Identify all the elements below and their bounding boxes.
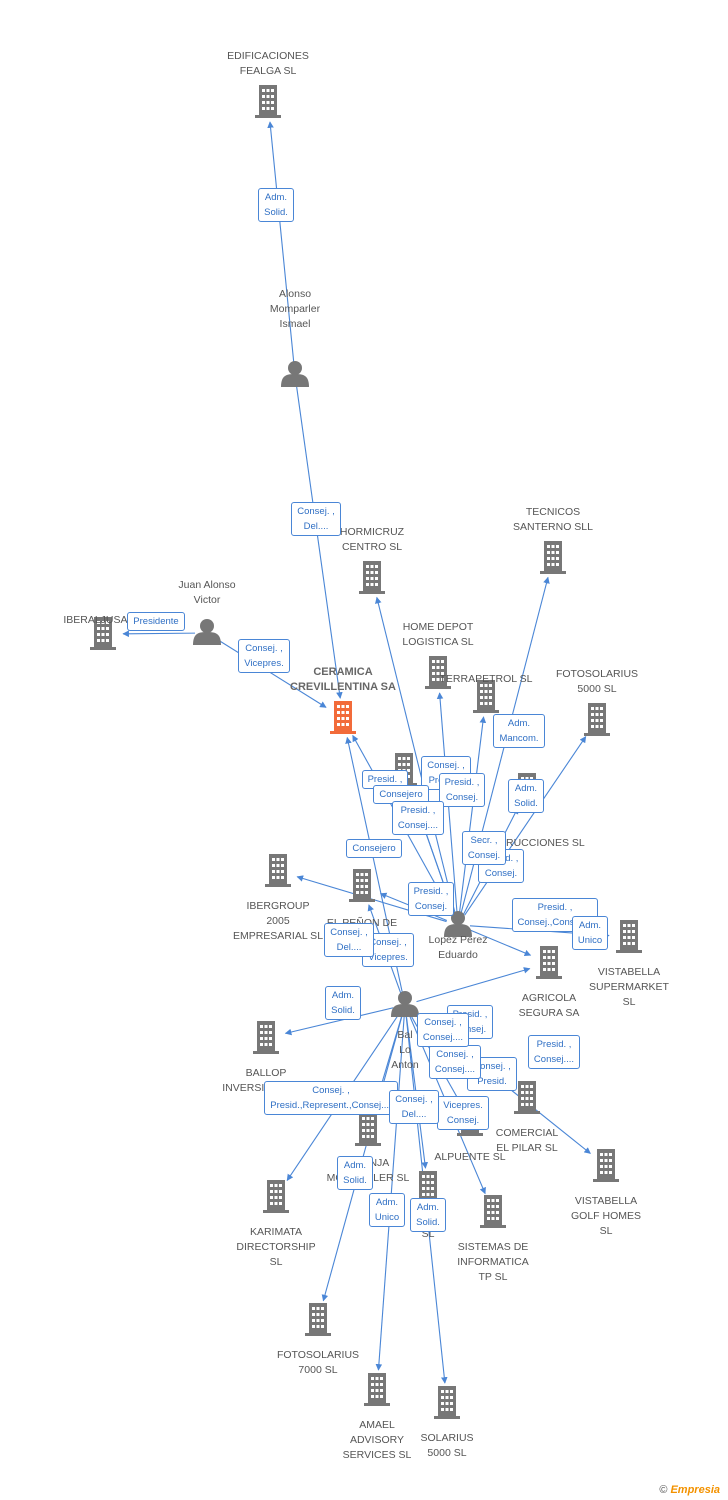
edge-lopez-agricola: [468, 929, 532, 957]
edge-label-lopez-hub1[interactable]: Secr. , Consej.: [461, 831, 507, 865]
edge-label-lopez-ibergroup[interactable]: Consejero: [346, 838, 402, 858]
edge-juan-ceramica: [216, 638, 327, 708]
node-label-tecnicos[interactable]: TECNICOS SANTERNO SLL: [513, 506, 593, 533]
node-label-vistabella_sup[interactable]: VISTABELLA SUPERMARKET SL: [589, 966, 669, 1008]
edge-label-balo-ballop[interactable]: Adm. Solid.: [325, 986, 361, 1020]
node-label-vistabella_golf[interactable]: VISTABELLA GOLF HOMES SL: [570, 1195, 642, 1237]
node-label-karimata[interactable]: KARIMATA DIRECTORSHIP SL: [236, 1226, 316, 1268]
node-label-solarius5[interactable]: SOLARIUS 5000 SL: [420, 1432, 474, 1459]
building-icon-karimata[interactable]: [263, 1180, 289, 1213]
node-label-amael[interactable]: AMAEL ADVISORY SERVICES SL: [342, 1419, 412, 1461]
building-icon-granja[interactable]: [355, 1113, 381, 1146]
edges-layer: [122, 121, 610, 1384]
edge-juan-iberaljusa: [122, 630, 196, 638]
node-label-sistemas[interactable]: SISTEMAS DE INFORMATICA TP SL: [457, 1241, 529, 1283]
brand-name: Empresia: [670, 1484, 720, 1496]
building-icon-edificaciones[interactable]: [255, 85, 281, 118]
node-label-terrapetrol[interactable]: TERRAPETROL SL: [439, 673, 533, 685]
building-icon-hormicruz[interactable]: [359, 561, 385, 594]
building-icon-vistabella_sup[interactable]: [616, 920, 642, 953]
edge-label-balo-vistabella_golf[interactable]: Presid. , Consej....: [527, 1035, 581, 1069]
edge-label-lopez-vistabella_sup[interactable]: Presid. , Consej.,Consej....: [511, 898, 599, 932]
edge-label-balo-ceramica[interactable]: Consej. , Del....: [324, 923, 374, 957]
edge-label-balo-granja[interactable]: Consej. , Del....: [389, 1090, 439, 1124]
building-icon-tecnicos[interactable]: [540, 541, 566, 574]
node-label-fotosolarius7[interactable]: FOTOSOLARIUS 7000 SL: [276, 1349, 360, 1376]
building-icon-amael[interactable]: [364, 1373, 390, 1406]
building-icon-ibergroup[interactable]: [265, 854, 291, 887]
edge-balo-ballop: [284, 1007, 394, 1036]
edge-label-balo-fotosolarius7[interactable]: Adm. Solid.: [337, 1156, 373, 1190]
node-label-balo[interactable]: Bal Lo Anton: [391, 1029, 419, 1071]
building-icon-sistemas[interactable]: [480, 1195, 506, 1228]
edge-label-lopez-hub1[interactable]: Presid. , Consej....: [391, 801, 445, 835]
person-icon-balo[interactable]: [391, 991, 419, 1017]
building-icon-penon[interactable]: [349, 869, 375, 902]
edge-lopez-hormicruz: [375, 596, 456, 914]
edge-label-lopez-penon[interactable]: Presid. , Consej.: [407, 882, 455, 916]
node-label-ceramica[interactable]: CERAMICA CREVILLENTINA SA: [290, 666, 396, 693]
building-icon-ceramica[interactable]: [330, 701, 356, 734]
building-icon-ballop[interactable]: [253, 1021, 279, 1054]
edge-label-balo-solarius5[interactable]: Adm. Solid.: [410, 1198, 446, 1232]
person-icon-alonso[interactable]: [281, 361, 309, 387]
node-label-fotosolarius5[interactable]: FOTOSOLARIUS 5000 SL: [555, 668, 639, 695]
edge-label-juan-ceramica[interactable]: Consej. , Vicepres.: [238, 639, 290, 673]
edge-lopez-fotosolarius5: [464, 736, 587, 916]
edge-lopez-terrapetrol: [458, 716, 487, 914]
edge-balo-agricola: [416, 967, 531, 1003]
edge-label-lopez-tecnicos[interactable]: Adm. Mancom.: [493, 714, 545, 748]
node-label-ibergroup[interactable]: IBERGROUP 2005 EMPRESARIAL SL: [232, 900, 324, 942]
footer-brand: ©Empresia: [659, 1484, 720, 1496]
edge-label-lopez-terrapetrol[interactable]: Presid. , Consej.: [438, 773, 486, 807]
building-icon-comercial[interactable]: [514, 1081, 540, 1114]
edge-label-lopez-agricola[interactable]: Adm. Unico: [571, 916, 609, 950]
node-label-comercial[interactable]: COMERCIAL EL PILAR SL: [495, 1127, 559, 1154]
edge-label-alonso-edificaciones[interactable]: Adm. Solid.: [258, 188, 294, 222]
node-label-hormicruz[interactable]: HORMICRUZ CENTRO SL: [339, 526, 405, 553]
nodes-layer: [90, 85, 642, 1419]
edge-label-juan-iberaljusa[interactable]: Presidente: [127, 611, 185, 631]
node-label-homedepot[interactable]: HOME DEPOT LOGISTICA SL: [402, 621, 474, 648]
copyright-symbol: ©: [659, 1484, 668, 1496]
node-label-edificaciones[interactable]: EDIFICACIONES FEALGA SL: [227, 50, 309, 77]
edge-label-alonso-ceramica[interactable]: Consej. , Del....: [291, 502, 341, 536]
edge-label-balo-karimata[interactable]: Consej. , Presid.,Represent.,Consej....: [264, 1081, 398, 1115]
node-label-alonso[interactable]: Alonso Momparler Ismael: [269, 288, 321, 330]
edge-label-lopez-fotosolarius5[interactable]: Adm. Solid.: [508, 779, 544, 813]
building-icon-solarius5[interactable]: [434, 1386, 460, 1419]
building-icon-fotosolarius7[interactable]: [305, 1303, 331, 1336]
edge-label-balo-sistemas[interactable]: Vicepres. Consej.: [437, 1096, 489, 1130]
building-icon-agricola[interactable]: [536, 946, 562, 979]
building-icon-fotosolarius5[interactable]: [584, 703, 610, 736]
edge-label-balo-solarius_mid[interactable]: Consej. , Consej....: [416, 1013, 470, 1047]
edge-label-balo-alpuente[interactable]: Consej. , Consej....: [428, 1045, 482, 1079]
node-label-agricola[interactable]: AGRICOLA SEGURA SA: [518, 992, 580, 1019]
edge-alonso-ceramica: [296, 386, 343, 699]
edge-label-balo-amael[interactable]: Adm. Unico: [368, 1193, 406, 1227]
node-label-alpuente[interactable]: ALPUENTE SL: [434, 1151, 506, 1163]
node-label-juan[interactable]: Juan Alonso Victor: [178, 579, 236, 606]
building-icon-vistabella_golf[interactable]: [593, 1149, 619, 1182]
edge-alonso-edificaciones: [267, 121, 295, 364]
person-icon-juan[interactable]: [193, 619, 221, 645]
node-label-lopez[interactable]: Lopez Perez Eduardo: [428, 934, 488, 961]
